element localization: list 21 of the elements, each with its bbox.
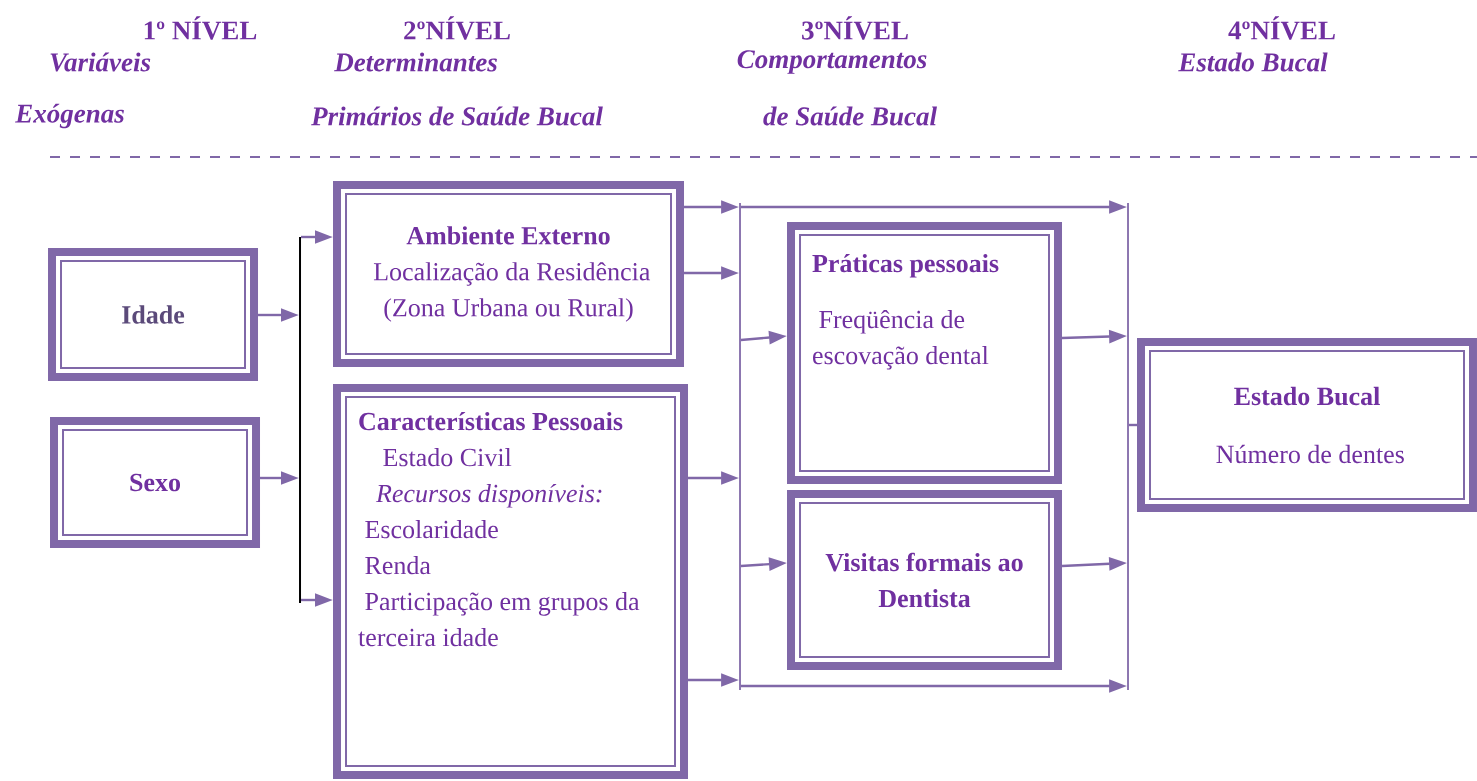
level-heading: 3ºNÍVEL: [802, 16, 908, 40]
level-heading: Comportamentos: [737, 50, 927, 74]
vertical-connector-line: [299, 237, 301, 603]
double-border-box: Visitas formais ao Dentista: [787, 490, 1062, 670]
level-heading: 1º NÍVEL: [144, 16, 257, 40]
vertical-connector-line: [739, 203, 741, 690]
level-heading: 4ºNÍVEL: [1228, 16, 1335, 40]
level-heading: Estado Bucal: [1178, 52, 1328, 72]
level-heading: Exógenas: [15, 103, 124, 129]
double-border-box: Ambiente Externo Localização da Residência (Zona Urbana ou Rural): [333, 181, 684, 367]
double-border-box: Características Pessoais Estado Civil Recursos disponíveis: Escolaridade Renda Participação em grupos da terceira idade: [333, 384, 688, 779]
double-border-box: Idade: [48, 248, 258, 381]
double-border-box: Sexo: [50, 417, 260, 548]
level-heading: 2ºNÍVEL: [404, 16, 510, 40]
level-heading: Variáveis: [50, 52, 151, 72]
level-heading: Determinantes: [334, 52, 497, 72]
double-border-box: Práticas pessoais Freqüência de escovação dental: [787, 222, 1062, 484]
level-heading: Primários de Saúde Bucal: [311, 106, 603, 126]
level-heading: de Saúde Bucal: [763, 106, 937, 126]
vertical-connector-line: [1127, 203, 1129, 690]
double-border-box: Estado Bucal Número de dentes: [1137, 338, 1477, 512]
